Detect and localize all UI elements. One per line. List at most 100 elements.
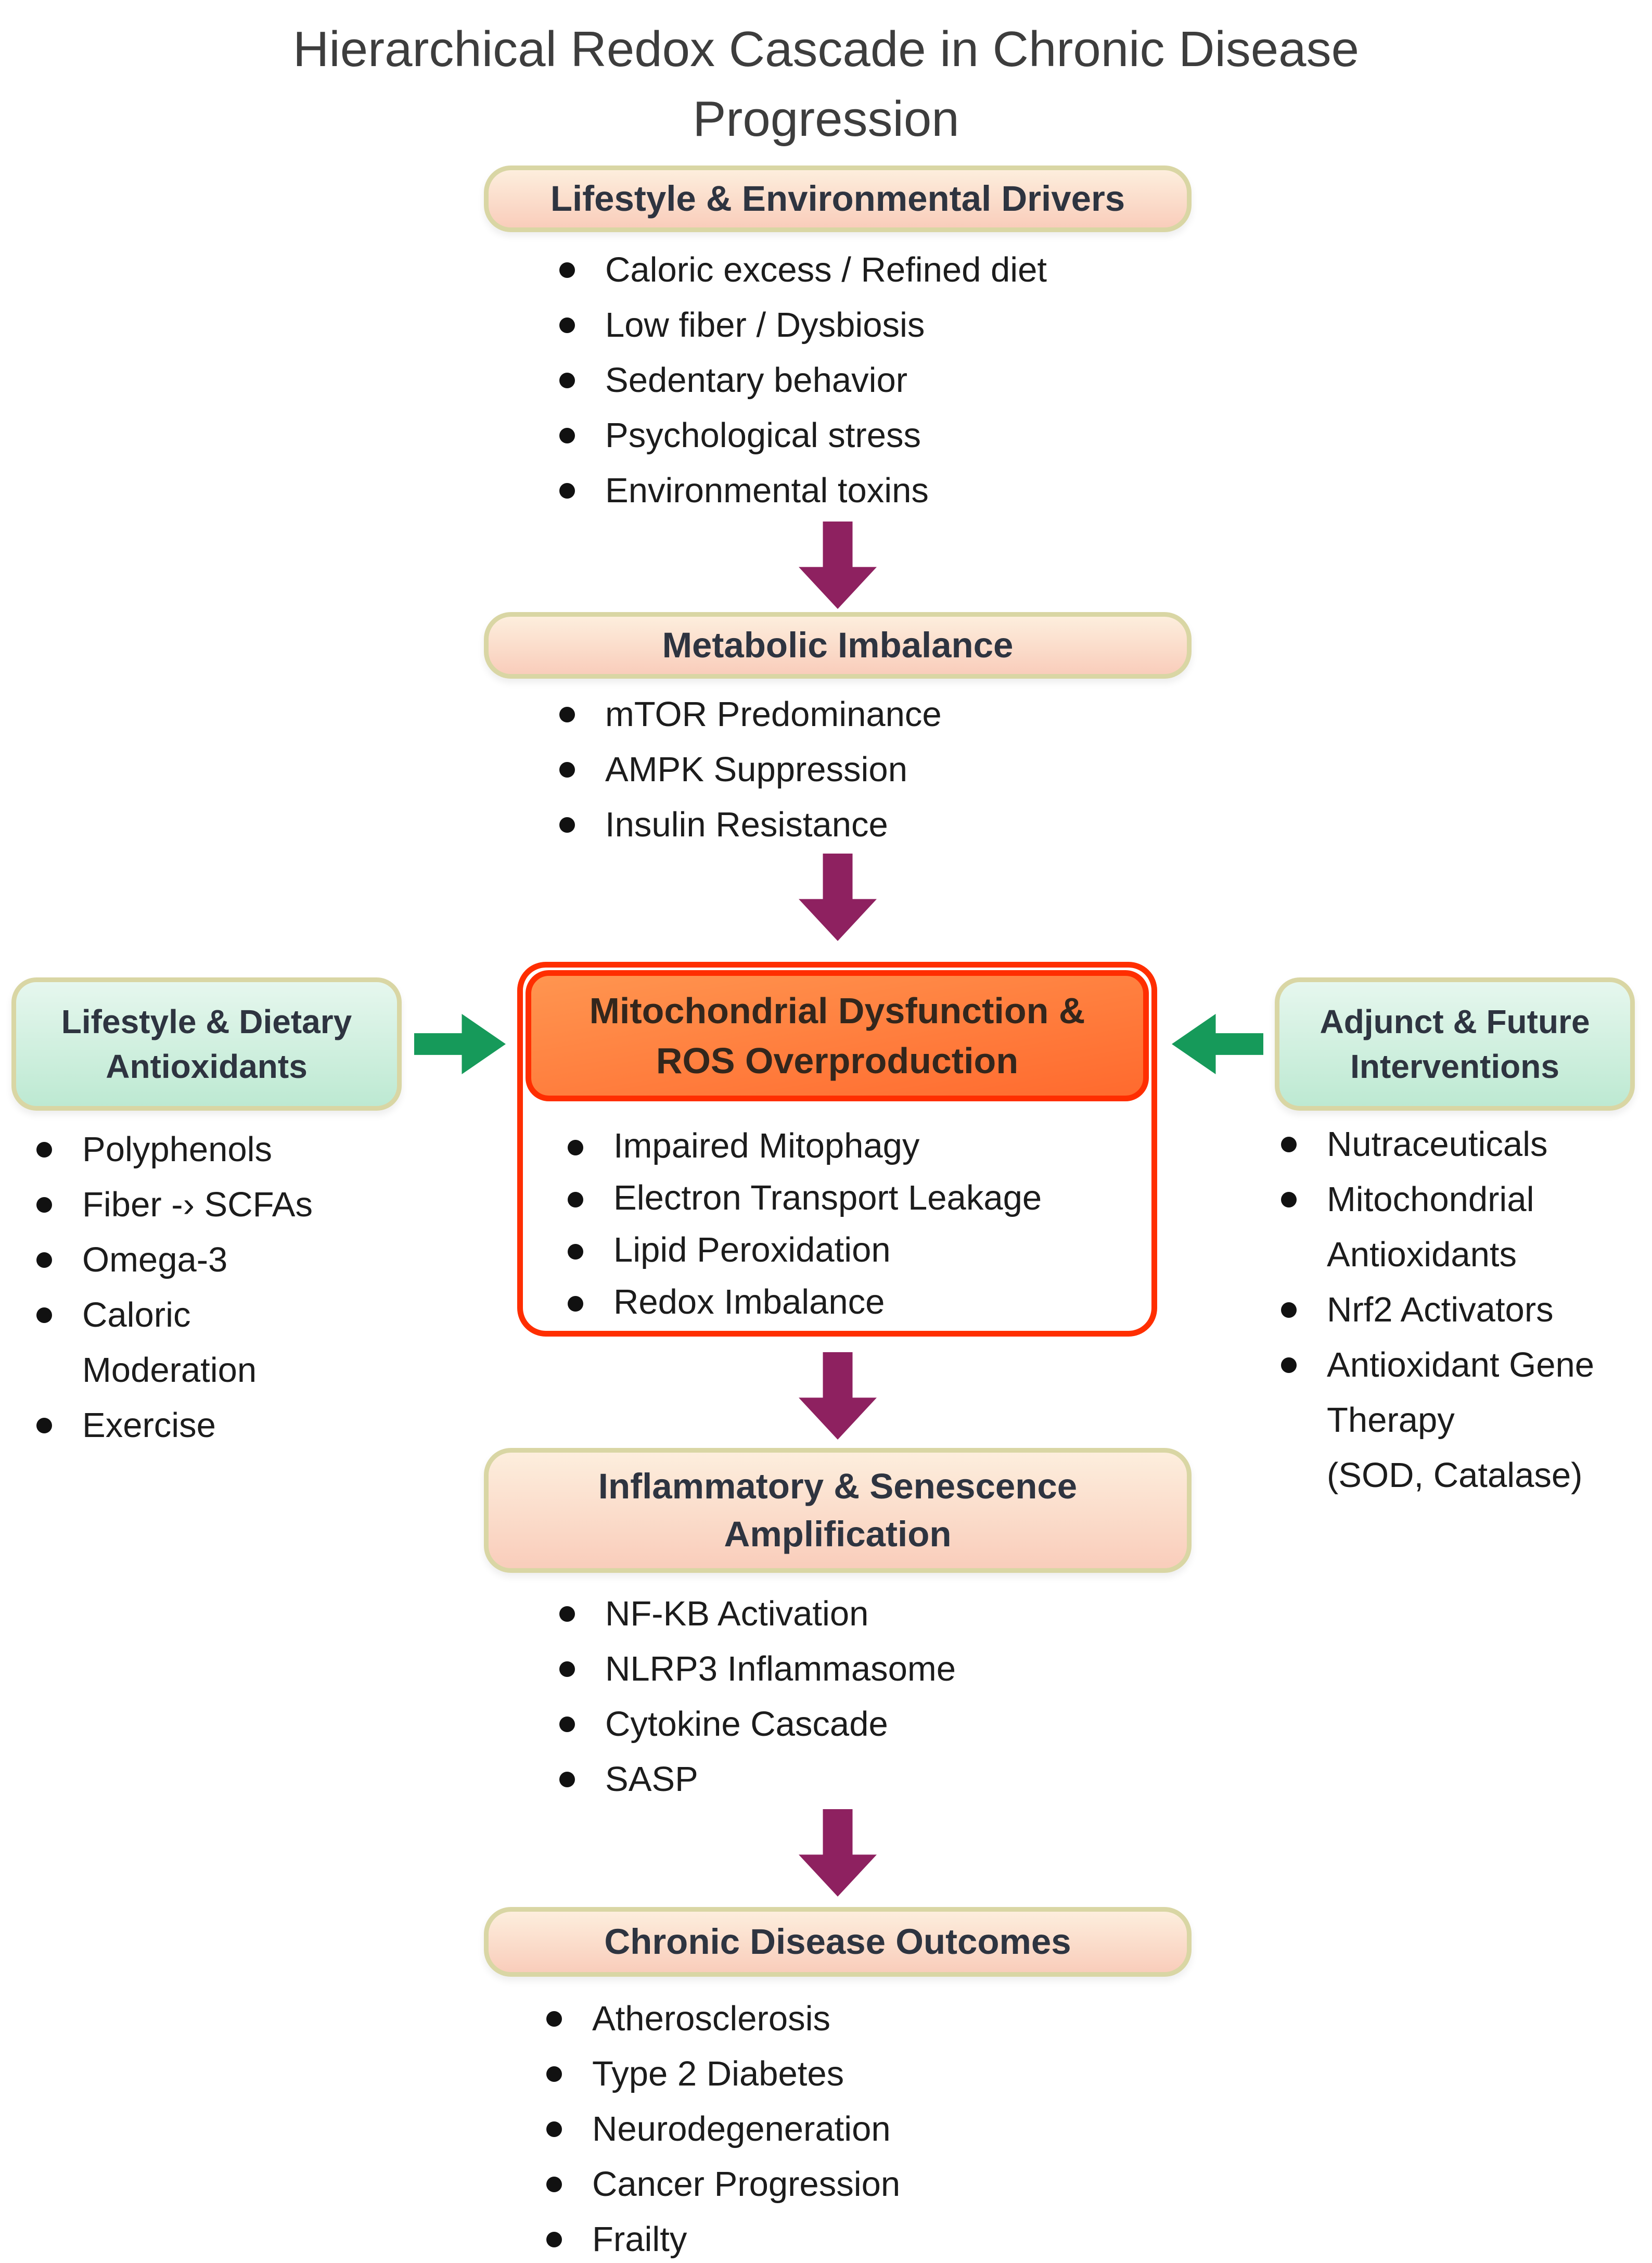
list-item-text: Type 2 Diabetes	[592, 2054, 844, 2093]
list-item: SASP	[559, 1752, 1340, 1807]
bullet-icon	[1281, 1357, 1297, 1373]
list-item-text: NLRP3 Inflammasome	[605, 1649, 956, 1688]
mitochondrial-list: Impaired Mitophagy Electron Transport Le…	[568, 1120, 1151, 1328]
list-item-text: Omega-3	[82, 1240, 228, 1279]
list-item: Caloric excess / Refined diet	[559, 243, 1340, 298]
list-item: Neurodegeneration	[546, 2102, 1327, 2157]
list-item-text: Nutraceuticals	[1327, 1125, 1548, 1164]
bullet-icon	[559, 317, 575, 333]
bullet-icon	[559, 817, 575, 833]
bullet-icon	[559, 1606, 575, 1622]
list-item: Impaired Mitophagy	[568, 1120, 1151, 1172]
stage-header-drivers: Lifestyle & Environmental Drivers	[484, 166, 1192, 232]
diagram-title: Hierarchical Redox Cascade in Chronic Di…	[293, 21, 1359, 147]
outcomes-list: Atherosclerosis Type 2 Diabetes Neurodeg…	[546, 1991, 1327, 2263]
list-item-text: Caloric Moderation	[82, 1295, 257, 1390]
bullet-icon	[559, 1772, 575, 1787]
bullet-icon	[36, 1418, 52, 1433]
antioxidants-list: Polyphenols Fiber -› SCFAs Omega-3 Calor…	[36, 1122, 359, 1453]
list-item-text: Mitochondrial Antioxidants	[1327, 1180, 1534, 1274]
bullet-icon	[36, 1307, 52, 1323]
stage-header-drivers-label: Lifestyle & Environmental Drivers	[550, 179, 1125, 219]
list-item: Fiber -› SCFAs	[36, 1177, 359, 1232]
list-item: Caloric Moderation	[36, 1288, 359, 1398]
inflammatory-list: NF-KB Activation NLRP3 Inflammasome Cyto…	[559, 1586, 1340, 1807]
list-item-text: Caloric excess / Refined diet	[605, 250, 1047, 289]
bullet-icon	[546, 2066, 562, 2082]
list-item: Nrf2 Activators	[1281, 1282, 1645, 1338]
list-item: Cytokine Cascade	[559, 1697, 1340, 1752]
list-item: Mitochondrial Antioxidants	[1281, 1172, 1645, 1282]
list-item: Low fiber / Dysbiosis	[559, 298, 1340, 353]
list-item: mTOR Predominance	[559, 687, 1340, 742]
interventions-list: Nutraceuticals Mitochondrial Antioxidant…	[1281, 1117, 1645, 1503]
list-item-text: Atherosclerosis	[592, 1999, 831, 2038]
stage-header-outcomes-label: Chronic Disease Outcomes	[604, 1922, 1071, 1962]
list-item-text: Fiber -› SCFAs	[82, 1185, 313, 1224]
list-item: AMPK Suppression	[559, 742, 1340, 797]
list-item: Lipid Peroxidation	[568, 1224, 1151, 1276]
list-item: Omega-3	[36, 1232, 359, 1288]
list-item: NF-KB Activation	[559, 1586, 1340, 1642]
list-item: Polyphenols	[36, 1122, 359, 1177]
list-item-text: Frailty	[592, 2220, 687, 2259]
list-item: NLRP3 Inflammasome	[559, 1642, 1340, 1697]
list-item: Type 2 Diabetes	[546, 2046, 1327, 2102]
stage-header-mitochondrial-label: Mitochondrial Dysfunction & ROS Overprod…	[589, 990, 1085, 1081]
list-item-text: Polyphenols	[82, 1130, 273, 1169]
bullet-icon	[568, 1244, 583, 1260]
list-item-text: Insulin Resistance	[605, 805, 888, 844]
down-arrow-icon	[799, 854, 877, 941]
list-item-text: mTOR Predominance	[605, 695, 942, 734]
stage-header-inflammatory: Inflammatory & Senescence Amplification	[484, 1448, 1192, 1573]
bullet-icon	[568, 1192, 583, 1207]
bullet-icon	[1281, 1302, 1297, 1318]
list-item: Insulin Resistance	[559, 797, 1340, 853]
bullet-icon	[559, 262, 575, 278]
bullet-icon	[559, 483, 575, 499]
bullet-icon	[36, 1252, 52, 1268]
list-item: Frailty	[546, 2212, 1327, 2263]
list-item-text: Antioxidant Gene Therapy (SOD, Catalase)	[1327, 1345, 1595, 1495]
list-item: Redox Imbalance	[568, 1276, 1151, 1328]
down-arrow-icon	[799, 522, 877, 609]
bullet-icon	[1281, 1192, 1297, 1207]
list-item-text: SASP	[605, 1760, 698, 1799]
bullet-icon	[559, 762, 575, 778]
list-item-text: Nrf2 Activators	[1327, 1290, 1554, 1329]
stage-header-mitochondrial: Mitochondrial Dysfunction & ROS Overprod…	[526, 970, 1149, 1101]
bullet-icon	[568, 1140, 583, 1155]
list-item: Antioxidant Gene Therapy (SOD, Catalase)	[1281, 1338, 1645, 1503]
bullet-icon	[546, 2177, 562, 2192]
list-item-text: Psychological stress	[605, 416, 921, 455]
list-item: Environmental toxins	[559, 463, 1340, 518]
list-item-text: Cancer Progression	[592, 2165, 901, 2204]
bullet-icon	[546, 2121, 562, 2137]
right-arrow-icon	[414, 1014, 506, 1074]
list-item-text: Environmental toxins	[605, 471, 929, 510]
side-box-antioxidants: Lifestyle & Dietary Antioxidants	[11, 977, 402, 1111]
list-item: Electron Transport Leakage	[568, 1172, 1151, 1224]
stage-header-inflammatory-label: Inflammatory & Senescence Amplification	[598, 1466, 1078, 1554]
bullet-icon	[36, 1142, 52, 1158]
bullet-icon	[559, 707, 575, 722]
list-item: Atherosclerosis	[546, 1991, 1327, 2046]
list-item-text: Redox Imbalance	[613, 1282, 885, 1321]
list-item-text: Low fiber / Dysbiosis	[605, 306, 925, 345]
left-arrow-icon	[1172, 1014, 1263, 1074]
bullet-icon	[559, 428, 575, 443]
list-item: Sedentary behavior	[559, 353, 1340, 408]
list-item-text: Cytokine Cascade	[605, 1705, 888, 1744]
list-item-text: Impaired Mitophagy	[613, 1126, 920, 1165]
side-box-interventions: Adjunct & Future Interventions	[1275, 977, 1635, 1111]
bullet-icon	[36, 1197, 52, 1213]
stage-header-metabolic-label: Metabolic Imbalance	[662, 625, 1014, 665]
center-box-mitochondrial: Mitochondrial Dysfunction & ROS Overprod…	[517, 962, 1157, 1337]
side-box-antioxidants-label: Lifestyle & Dietary Antioxidants	[61, 1003, 352, 1085]
list-item-text: Sedentary behavior	[605, 361, 908, 400]
bullet-icon	[546, 2232, 562, 2247]
metabolic-list: mTOR Predominance AMPK Suppression Insul…	[559, 687, 1340, 853]
list-item: Nutraceuticals	[1281, 1117, 1645, 1172]
stage-header-metabolic: Metabolic Imbalance	[484, 612, 1192, 679]
